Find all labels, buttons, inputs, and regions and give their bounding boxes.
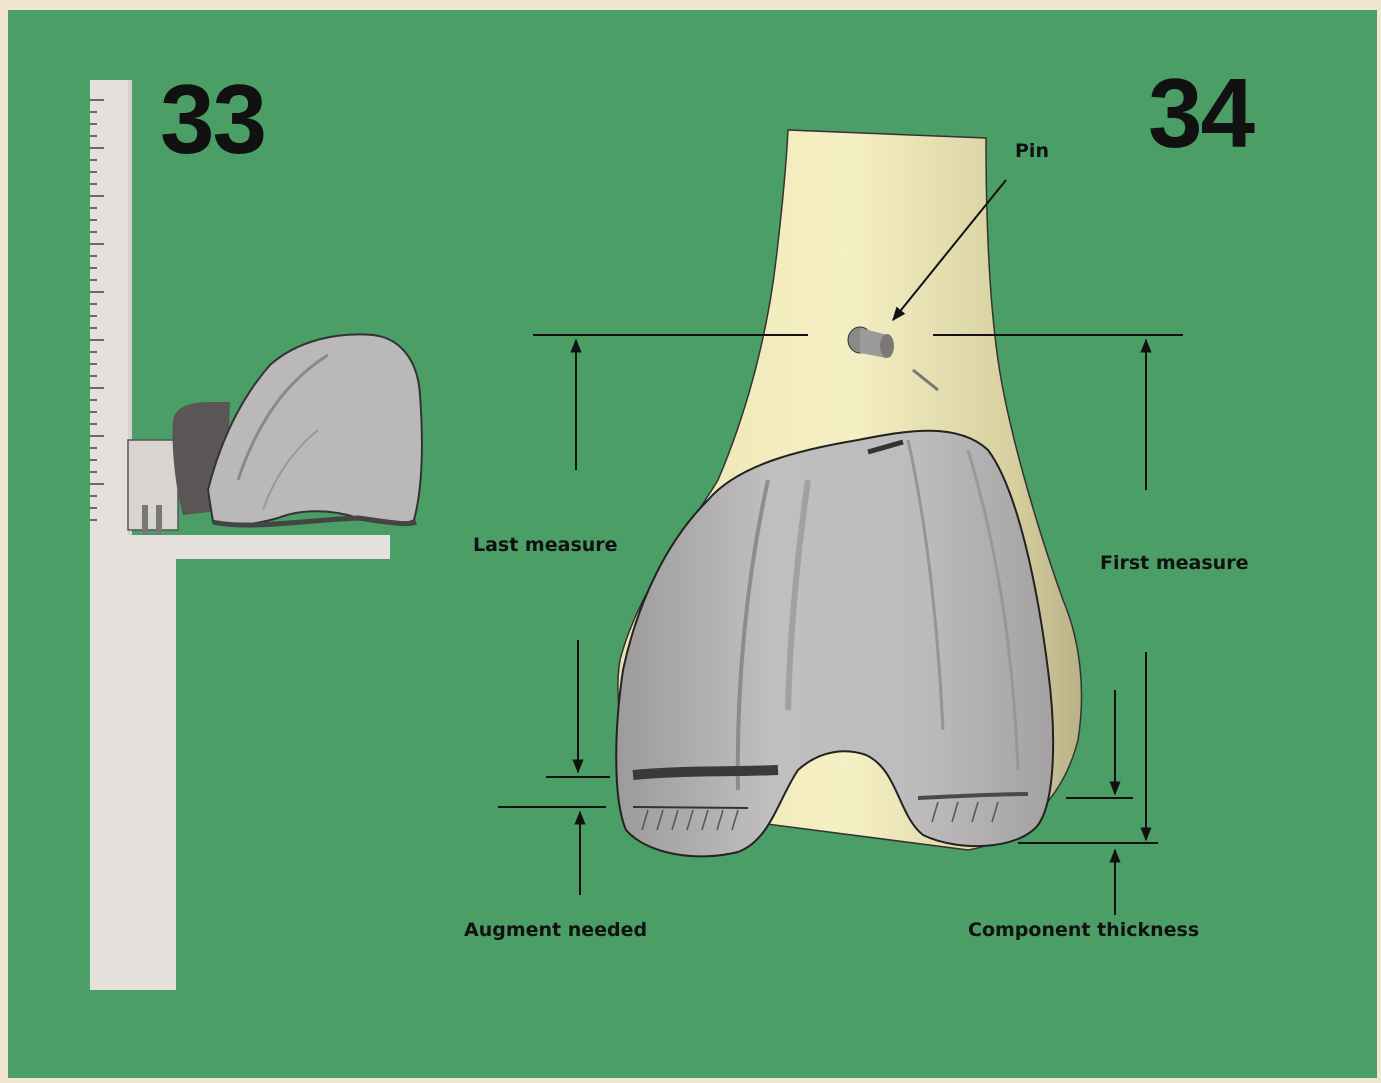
figure-number-33: 33 bbox=[160, 70, 265, 168]
figure-number-34: 34 bbox=[1148, 64, 1253, 162]
ruler-clamp bbox=[128, 440, 178, 530]
first-measure-label: First measure bbox=[1100, 552, 1248, 574]
last-measure-label: Last measure bbox=[473, 534, 618, 556]
ruler-device bbox=[90, 80, 390, 990]
augment-needed-label: Augment needed bbox=[464, 919, 647, 941]
femoral-component-side-view bbox=[173, 334, 422, 525]
pin-label: Pin bbox=[1015, 140, 1049, 162]
figure-panel: 33 34 Pin Last measure First measure Aug… bbox=[8, 10, 1377, 1078]
component-thickness-label: Component thickness bbox=[968, 919, 1199, 941]
